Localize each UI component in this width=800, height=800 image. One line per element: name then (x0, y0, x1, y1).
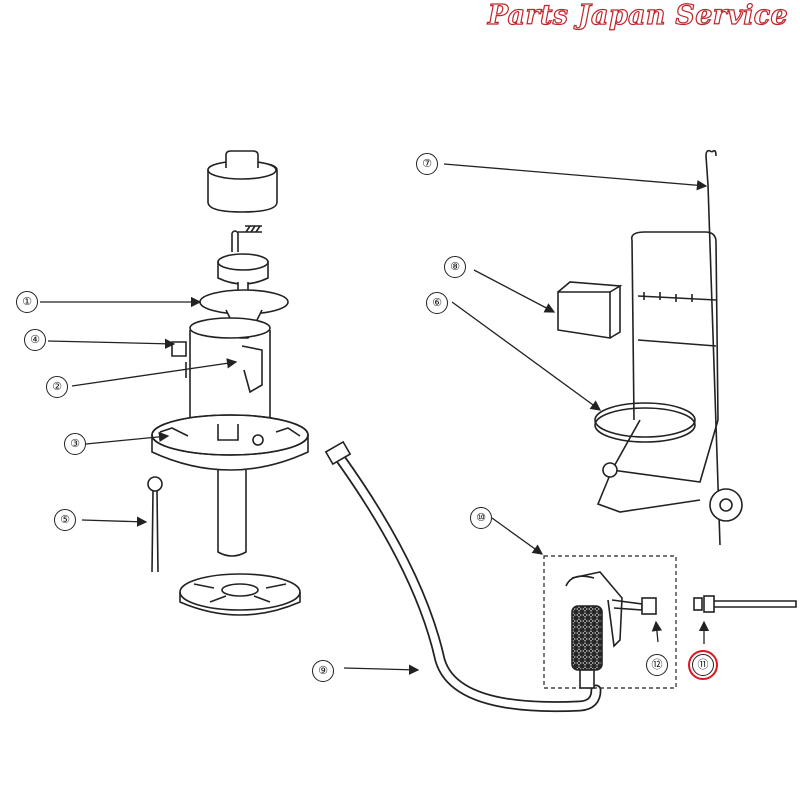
callout-4: ④ (24, 329, 46, 351)
holder-box-part (557, 281, 623, 339)
hose-part (324, 440, 602, 713)
callout-7: ⑦ (416, 153, 438, 175)
cart-frame-part (596, 149, 743, 546)
callout-12: ⑫ (646, 654, 668, 676)
callout-5: ⑤ (54, 509, 76, 531)
bottom-disc-part (179, 573, 301, 616)
suction-tube-part (217, 470, 247, 557)
drum-ring-part (594, 402, 696, 443)
callout-10: ⑩ (470, 507, 492, 529)
callout-6: ⑥ (426, 292, 448, 314)
callout-2: ② (46, 376, 68, 398)
base-plate-part (151, 414, 309, 471)
callout-3: ③ (64, 433, 86, 455)
grease-gun-part (543, 555, 677, 689)
callout-9: ⑨ (312, 660, 334, 682)
extension-rod-part (693, 595, 797, 613)
weight-cap-part (207, 150, 278, 213)
pump-body-part (171, 317, 271, 420)
rod-handle-part (231, 225, 262, 252)
pin-part (147, 476, 163, 573)
leader-lines (40, 163, 710, 675)
watermark-logo: Parts Japan Service (487, 0, 788, 32)
highlight-ring (688, 650, 718, 680)
callout-1: ① (16, 291, 38, 313)
callout-8: ⑧ (444, 256, 466, 278)
